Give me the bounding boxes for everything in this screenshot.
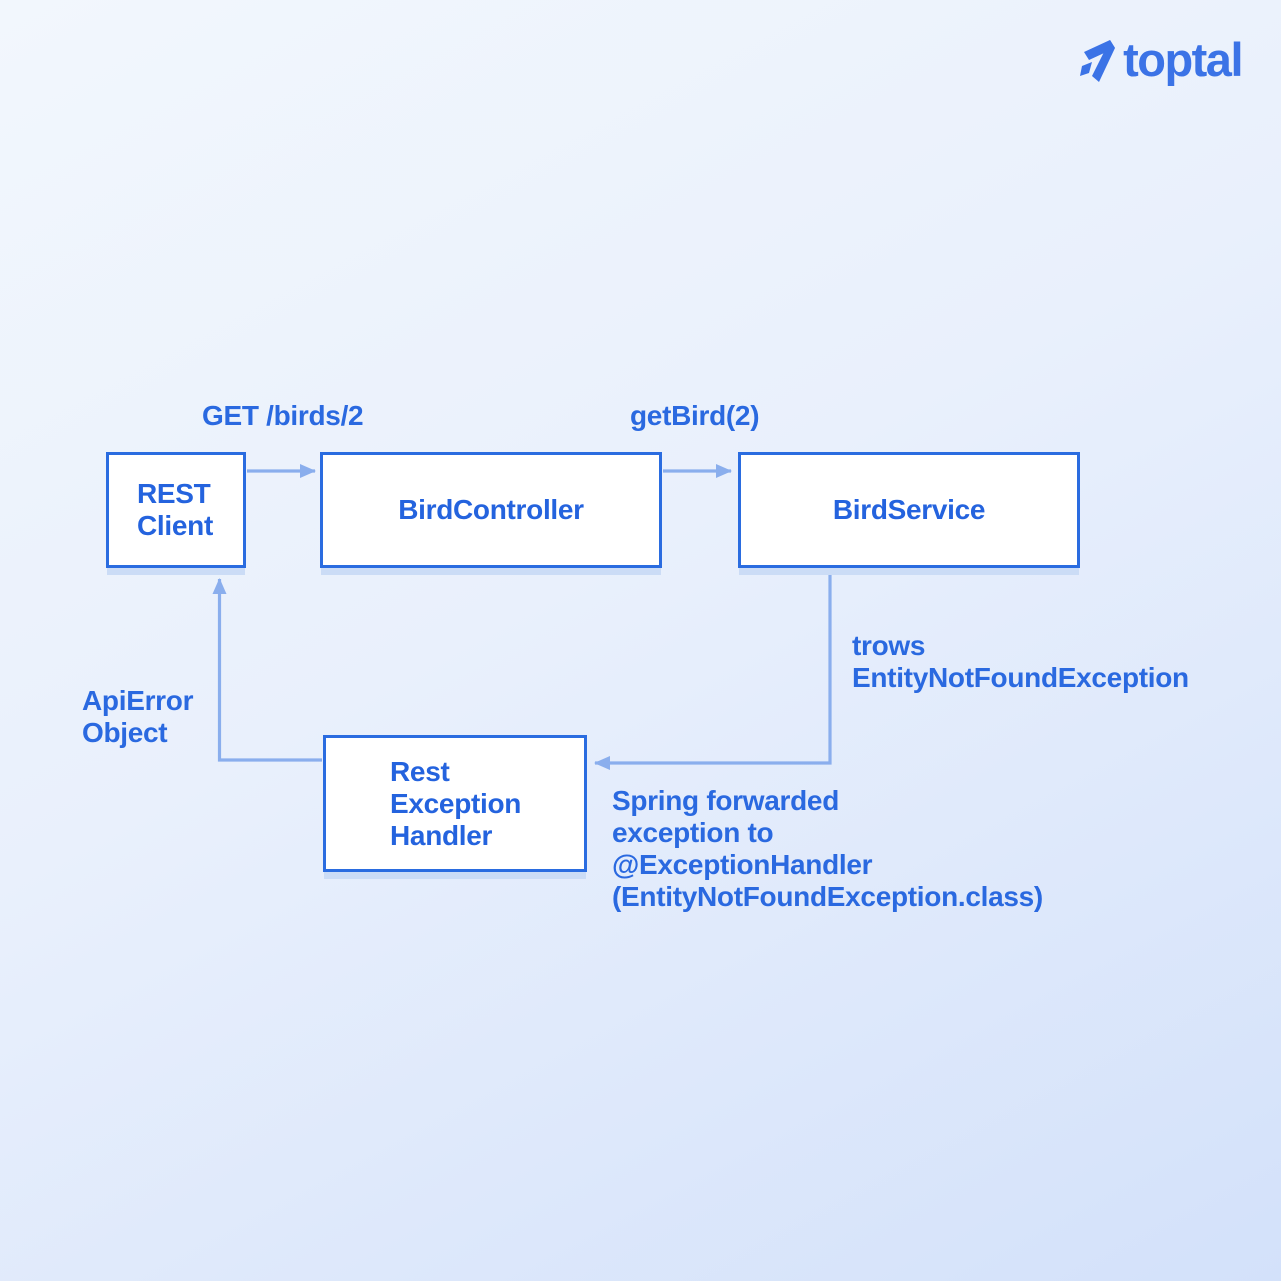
node-bird-service-label: BirdService (832, 494, 986, 525)
node-bird-controller: BirdController (320, 452, 662, 568)
edge-label-spring-forwarded: Spring forwarded exception to @Exception… (612, 785, 1043, 912)
node-bird-service: BirdService (738, 452, 1080, 568)
node-rest-client-label: REST Client (137, 478, 213, 541)
arrow-handler-to-client (212, 578, 322, 762)
node-rest-client: REST Client (106, 452, 246, 568)
toptal-mark-icon (1080, 40, 1116, 82)
arrow-service-to-handler (594, 569, 832, 770)
node-rest-exception-handler-label: Rest Exception Handler (390, 755, 522, 851)
edge-label-throws-exception: trows EntityNotFoundException (852, 630, 1189, 693)
toptal-logo-text: toptal (1123, 33, 1243, 86)
edge-label-get-birds: GET /birds/2 (202, 400, 364, 431)
node-rest-exception-handler: Rest Exception Handler (323, 735, 587, 872)
edge-label-getbird: getBird(2) (630, 400, 760, 431)
toptal-logo: toptal (1080, 33, 1243, 86)
node-bird-controller-label: BirdController (398, 494, 584, 525)
edge-label-apierror-object: ApiError Object (82, 685, 194, 748)
